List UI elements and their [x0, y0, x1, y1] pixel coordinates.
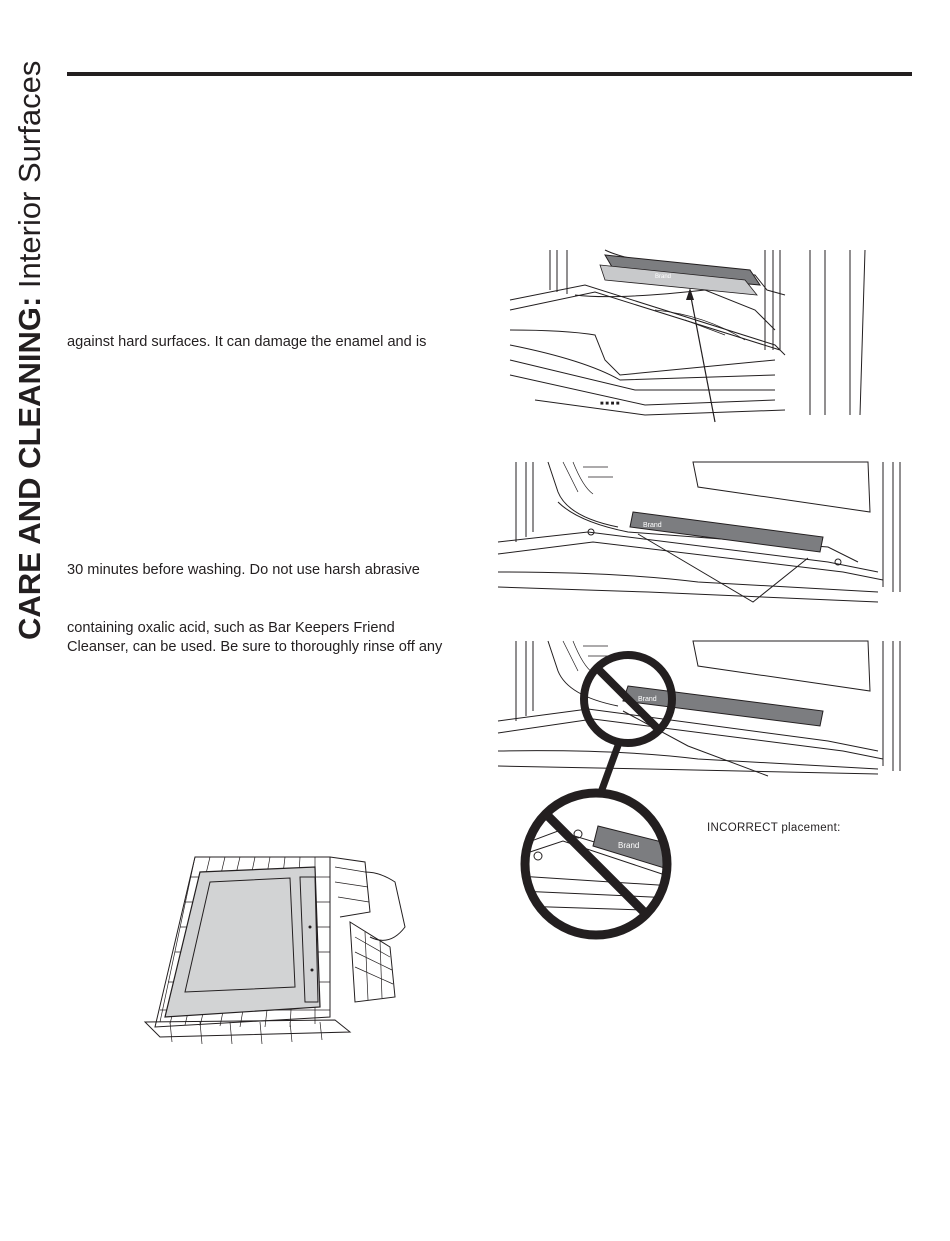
header-rule [67, 72, 912, 76]
body-text-line-3: containing oxalic acid, such as Bar Keep… [67, 620, 395, 636]
section-title: CARE AND CLEANING: Interior Surfaces [12, 61, 48, 640]
svg-text:Brand: Brand [638, 696, 657, 703]
connector-line [596, 738, 624, 797]
section-title-bold: CARE AND CLEANING: [12, 296, 47, 640]
prohibition-icon-small [580, 651, 676, 747]
body-text-line-1: against hard surfaces. It can damage the… [67, 334, 427, 350]
svg-text:Brand: Brand [655, 274, 671, 280]
svg-text:Brand: Brand [643, 522, 662, 529]
oven-illustration-middle: Brand [497, 461, 901, 603]
svg-text:■ ■ ■ ■: ■ ■ ■ ■ [600, 401, 620, 407]
svg-text:Brand: Brand [618, 841, 639, 850]
dishwasher-basket-illustration [143, 856, 406, 1045]
body-text-line-4: Cleanser, can be used. Be sure to thorou… [67, 639, 443, 655]
incorrect-placement-caption: INCORRECT placement: [707, 822, 841, 834]
body-text-line-2: 30 minutes before washing. Do not use ha… [67, 562, 420, 578]
prohibition-icon-large: Brand [520, 788, 672, 940]
section-title-light: Interior Surfaces [12, 60, 47, 297]
oven-illustration-incorrect: Brand [497, 640, 901, 777]
oven-illustration-top: Brand ■ ■ ■ ■ [509, 249, 866, 423]
